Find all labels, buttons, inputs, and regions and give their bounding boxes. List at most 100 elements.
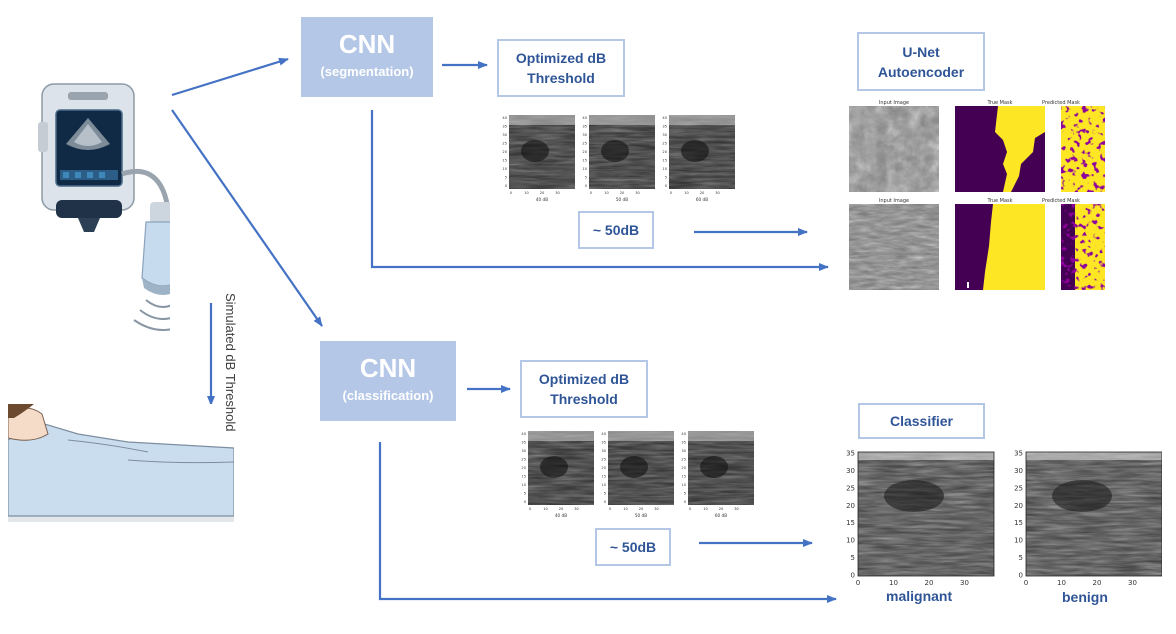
thumbnail-ytick: 35: [601, 441, 606, 445]
thumbnail-xtick: 0: [670, 191, 673, 195]
result-plot-xtick: 30: [960, 579, 969, 587]
thumbnail-ytick: 15: [662, 159, 667, 163]
result-plot-xtick: 20: [925, 579, 934, 587]
thumbnail-lesion: [601, 140, 629, 162]
result-plot-ytick: 25: [846, 484, 855, 492]
thumbnail-top-band: [528, 431, 594, 441]
thumbnail-xlabel: 60 dB: [715, 513, 727, 518]
thumbnail-xlabel: 60 dB: [696, 197, 708, 202]
result-plot-texture: [858, 452, 994, 576]
thumbnail-xtick: 20: [639, 507, 644, 511]
thumbnail-ytick: 10: [662, 167, 667, 171]
thumbnail-ytick: 35: [502, 125, 507, 129]
patient-illustration: [8, 404, 234, 522]
thumbnail-xtick: 20: [620, 191, 625, 195]
result-plot-ytick: 20: [1014, 502, 1023, 510]
thumbnail-ytick: 10: [681, 483, 686, 487]
thumbnail-xtick: 10: [623, 507, 628, 511]
thumbnail-ytick: 40: [681, 432, 686, 436]
thumbnail-ytick: 10: [521, 483, 526, 487]
thumbnail-xtick: 30: [734, 507, 739, 511]
thumbnail-xtick: 0: [590, 191, 593, 195]
result-plot-xtick: 10: [1057, 579, 1066, 587]
thumbnail-ytick: 10: [582, 167, 587, 171]
arrow-device-to-cls: [171, 109, 323, 327]
thumbnail-ytick: 20: [521, 466, 526, 470]
result-plot-ytick: 30: [1014, 467, 1023, 475]
thumbnail-ytick: 40: [582, 116, 587, 120]
result-plot-ytick: 0: [851, 572, 855, 580]
thumbnail-ytick: 20: [502, 150, 507, 154]
result-plot-frame: [857, 451, 995, 577]
thumbnail-ytick: 0: [684, 500, 687, 504]
seg-threshold-line2: Threshold: [527, 70, 595, 86]
thumbnail-ytick: 25: [662, 142, 667, 146]
benign-caption: benign: [1062, 589, 1108, 605]
thumbnail-ytick: 5: [524, 492, 526, 496]
unet-mask-results: Input Image True Mask Predicted Mask Inp…: [843, 96, 1105, 294]
thumbnail-xtick: 0: [609, 507, 612, 511]
thumbnail-ytick: 20: [601, 466, 606, 470]
thumbnail-xlabel: 40 dB: [536, 197, 548, 202]
mask-title-pred-2: Predicted Mask: [1042, 198, 1080, 204]
thumbnail-xtick: 20: [540, 191, 545, 195]
thumbnail-ytick: 5: [665, 176, 667, 180]
thumbnail-xtick: 30: [635, 191, 640, 195]
thumbnail-xtick: 0: [510, 191, 513, 195]
thumbnail-xtick: 30: [555, 191, 560, 195]
result-plot-xtick: 10: [889, 579, 898, 587]
thumbnail-ytick: 40: [502, 116, 507, 120]
thumbnail-ytick: 0: [585, 184, 588, 188]
thumbnail-ytick: 35: [681, 441, 686, 445]
classifier-box: Classifier: [858, 403, 985, 439]
malignant-caption: malignant: [886, 588, 953, 604]
thumbnail-ytick: 20: [662, 150, 667, 154]
result-plot-ytick: 15: [846, 519, 855, 527]
result-plot-ytick: 20: [846, 502, 855, 510]
result-plot-texture: [1026, 452, 1162, 576]
thumbnail-ytick: 15: [502, 159, 507, 163]
unet-line1: U-Net: [902, 43, 940, 60]
thumbnail-ytick: 10: [601, 483, 606, 487]
result-plot-xtick: 30: [1128, 579, 1137, 587]
cls-approx-50db-box: ~ 50dB: [595, 528, 671, 566]
cnn-classification-subtitle: (classification): [342, 388, 434, 403]
thumbnail-xtick: 20: [700, 191, 705, 195]
thumbnail-ytick: 15: [521, 475, 526, 479]
cls-threshold-line2: Threshold: [550, 391, 618, 407]
result-plot-xtick: 0: [1024, 579, 1028, 587]
classifier-label: Classifier: [889, 413, 954, 429]
seg-approx-label: ~ 50dB: [592, 222, 640, 238]
result-plot-top-band: [1026, 452, 1162, 460]
thumbnail-ytick: 30: [582, 133, 587, 137]
thumbnail-ytick: 15: [681, 475, 686, 479]
thumbnail-xtick: 30: [574, 507, 579, 511]
result-plot-lesion: [1052, 480, 1112, 512]
thumbnail-ytick: 30: [502, 133, 507, 137]
thumbnail-ytick: 30: [601, 449, 606, 453]
mask-title-input-1: Input Image: [879, 100, 909, 106]
result-plot-ytick: 35: [1014, 450, 1023, 458]
thumbnail-ytick: 20: [681, 466, 686, 470]
thumbnail-lesion: [681, 140, 709, 162]
mask-title-true-2: True Mask: [986, 198, 1012, 204]
thumbnail-ytick: 5: [585, 176, 587, 180]
cls-optimized-threshold-box: Optimized dB Threshold: [520, 360, 648, 418]
thumbnail-ytick: 40: [662, 116, 667, 120]
result-plot-ytick: 15: [1014, 519, 1023, 527]
true-mask-1-region: [995, 106, 1045, 192]
thumbnail-ytick: 15: [601, 475, 606, 479]
mask-title-true-1: True Mask: [986, 100, 1012, 106]
thumbnail-ytick: 35: [582, 125, 587, 129]
arrow-device-to-seg: [171, 57, 289, 97]
true-mask-2-region: [983, 204, 1045, 290]
input-image-2-texture: [849, 204, 939, 290]
